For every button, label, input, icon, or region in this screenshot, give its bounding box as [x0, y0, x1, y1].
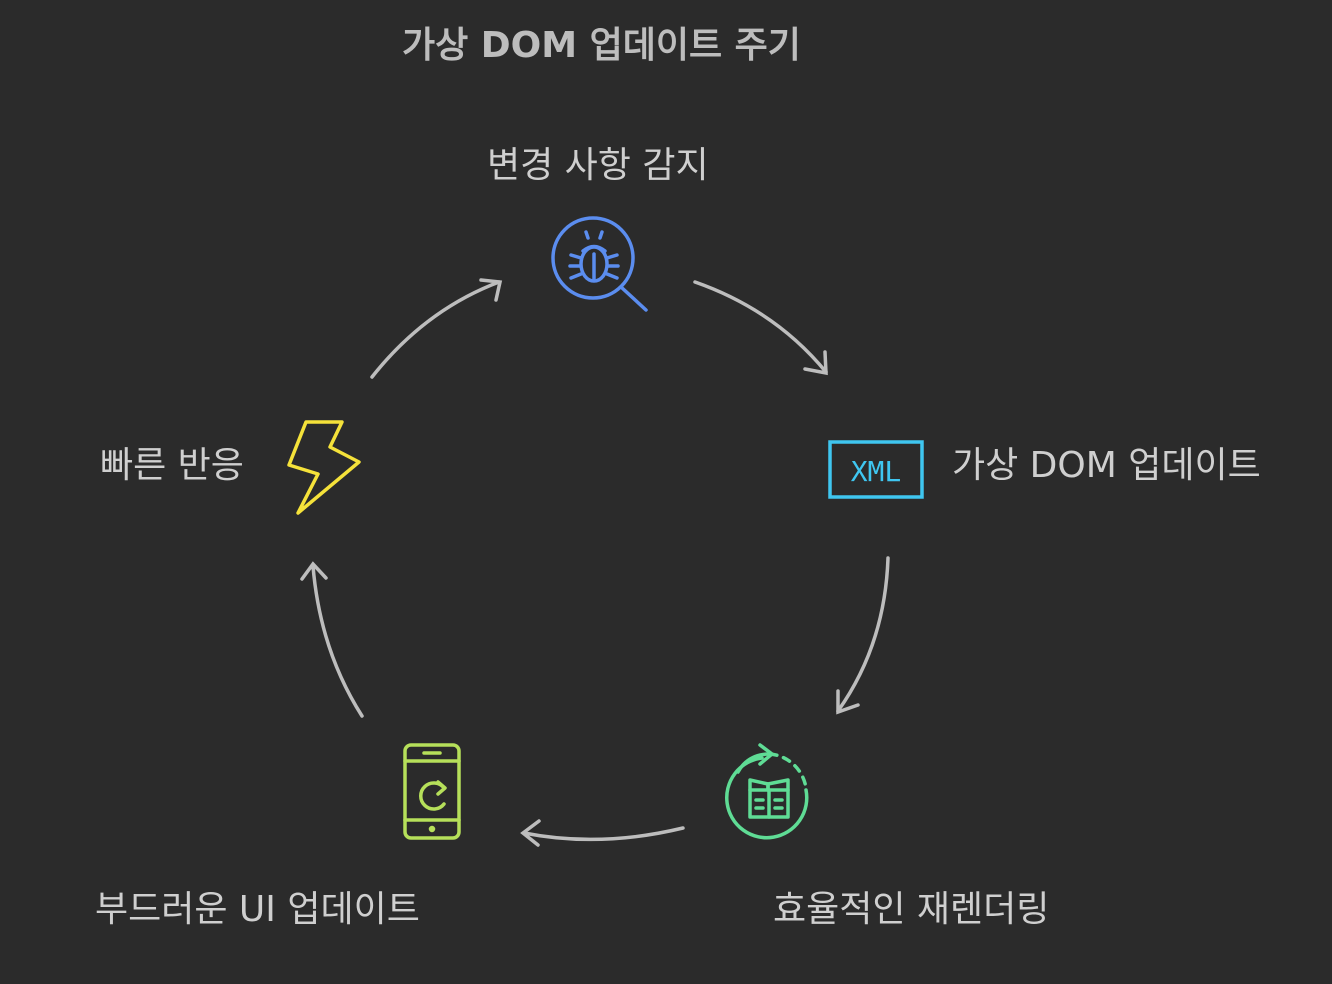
arrow-ui-to-fast-head	[300, 561, 328, 581]
phone-refresh-icon	[403, 743, 461, 840]
lightning-icon	[287, 420, 361, 515]
arrow-vdom-to-render-head	[836, 689, 860, 715]
step-label-ui: 부드러운 UI 업데이트	[95, 889, 420, 930]
arrow-fast-to-detect-head	[479, 278, 503, 302]
step-label-fast: 빠른 반응	[100, 445, 244, 486]
diagram-title: 가상 DOM 업데이트 주기	[402, 25, 801, 66]
arrow-detect-to-vdom-head	[803, 350, 828, 376]
arrow-render-to-ui-head	[520, 819, 541, 847]
step-label-vdom: 가상 DOM 업데이트	[952, 445, 1261, 486]
xml-icon-text: XML	[851, 455, 902, 488]
arrow-ui-to-fast	[311, 564, 364, 718]
arrow-detect-to-vdom	[693, 280, 828, 374]
arrow-vdom-to-render	[836, 556, 890, 713]
arrow-fast-to-detect	[370, 280, 501, 379]
arrow-render-to-ui	[522, 826, 685, 842]
refresh-building-icon	[725, 743, 809, 840]
bug-search-icon	[551, 216, 648, 312]
step-label-render: 효율적인 재렌더링	[773, 889, 1050, 930]
xml-icon: XML	[828, 440, 924, 499]
step-label-detect: 변경 사항 감지	[487, 145, 709, 186]
